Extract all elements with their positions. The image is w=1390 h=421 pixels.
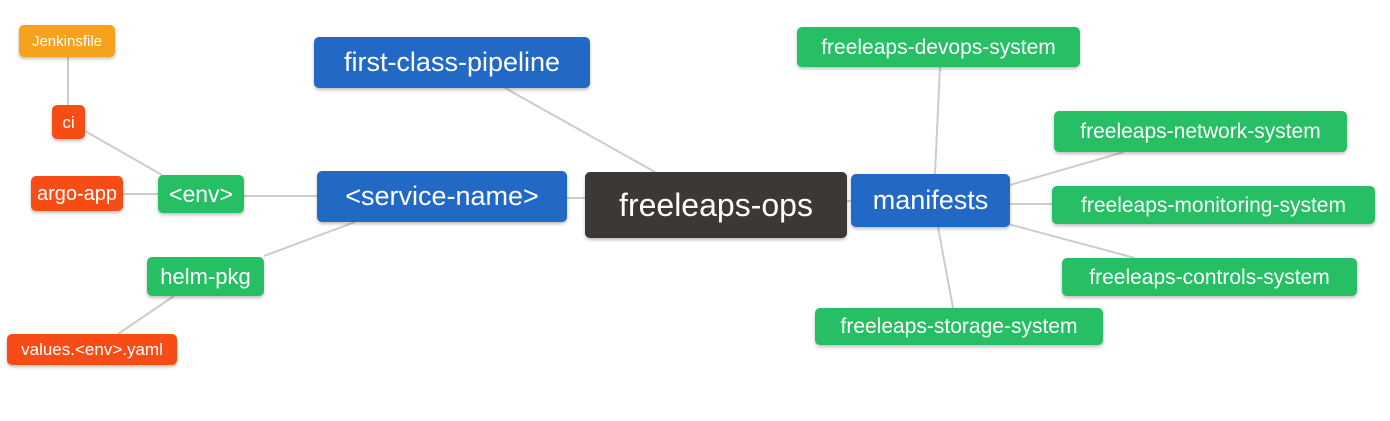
node-helm-pkg[interactable]: helm-pkg (147, 257, 264, 296)
node-label: ci (62, 112, 75, 132)
edge-manifests-to-freeleaps-network-system (1009, 151, 1125, 186)
node-label: manifests (872, 185, 989, 215)
node-label: Jenkinsfile (31, 32, 103, 50)
node-label: freeleaps-monitoring-system (1081, 193, 1346, 217)
edge-manifests-to-freeleaps-controls-system (1007, 223, 1136, 259)
node-freeleaps-ops[interactable]: freeleaps-ops (585, 172, 847, 238)
edge-manifests-to-freeleaps-storage-system (937, 226, 954, 309)
node-label: values.<env>.yaml (21, 340, 163, 359)
node-label: <service-name> (345, 181, 539, 211)
node-values-env-yaml[interactable]: values.<env>.yaml (7, 334, 177, 365)
edge-first-class-pipeline-to-freeleaps-ops (504, 87, 656, 173)
node-env[interactable]: <env> (158, 175, 244, 213)
node-freeleaps-monitoring-system[interactable]: freeleaps-monitoring-system (1052, 186, 1375, 224)
node-label: first-class-pipeline (343, 47, 561, 77)
node-freeleaps-network-system[interactable]: freeleaps-network-system (1054, 111, 1347, 152)
node-ci[interactable]: ci (52, 105, 85, 139)
edge-helm-pkg-to-values-env-yaml (117, 295, 175, 335)
node-freeleaps-controls-system[interactable]: freeleaps-controls-system (1062, 258, 1357, 296)
node-label: freeleaps-network-system (1080, 120, 1321, 143)
node-label: freeleaps-storage-system (840, 315, 1078, 338)
node-label: freeleaps-controls-system (1089, 265, 1330, 289)
edge-helm-pkg-to-service-name (263, 221, 356, 257)
edge-manifests-to-freeleaps-devops-system (934, 66, 941, 175)
node-label: helm-pkg (160, 263, 251, 289)
node-label: freeleaps-devops-system (821, 35, 1056, 59)
node-manifests[interactable]: manifests (851, 174, 1010, 227)
node-label: argo-app (36, 182, 118, 205)
edge-ci-to-env (84, 130, 163, 176)
node-jenkinsfile[interactable]: Jenkinsfile (19, 25, 115, 57)
node-argo-app[interactable]: argo-app (31, 176, 123, 211)
node-freeleaps-storage-system[interactable]: freeleaps-storage-system (815, 308, 1103, 345)
node-label: freeleaps-ops (619, 187, 813, 223)
node-label: <env> (169, 180, 233, 207)
node-first-class-pipeline[interactable]: first-class-pipeline (314, 37, 590, 88)
node-service-name[interactable]: <service-name> (317, 171, 567, 222)
node-freeleaps-devops-system[interactable]: freeleaps-devops-system (797, 27, 1080, 67)
